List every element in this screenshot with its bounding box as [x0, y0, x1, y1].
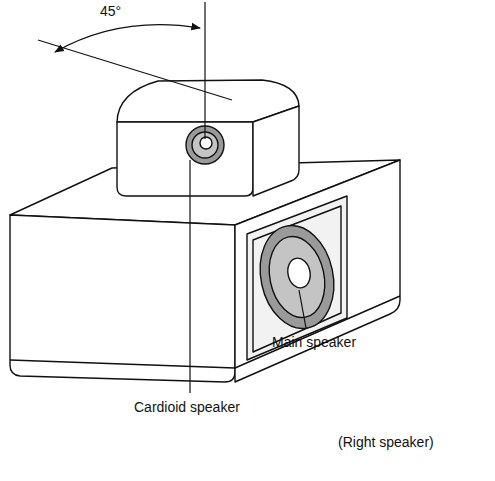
cardioid-leader	[189, 160, 190, 393]
angle-arc	[55, 25, 200, 52]
view-note: (Right speaker)	[338, 434, 434, 451]
cardioid-front	[117, 122, 253, 196]
axis-line	[204, 2, 205, 139]
main-speaker-cap	[285, 256, 313, 290]
cardioid-speaker-cap	[200, 137, 212, 149]
part-name: Cardioid speaker	[134, 399, 240, 416]
angle-line	[38, 40, 232, 100]
angle-label: 45°	[100, 3, 121, 20]
main-speaker-rim	[251, 219, 343, 336]
cardioid-side	[253, 106, 299, 196]
main-speaker-cone	[262, 231, 332, 322]
main-leader	[299, 290, 306, 328]
base-front	[10, 215, 235, 382]
part-name: Main speaker	[272, 334, 356, 351]
